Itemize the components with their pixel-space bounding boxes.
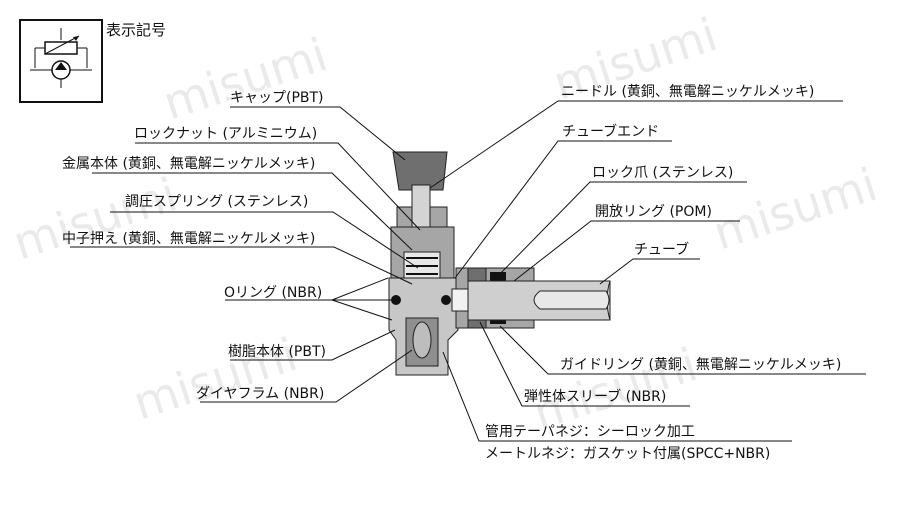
- leader-lines: [70, 100, 866, 442]
- label-spring: 調圧スプリング (ステンレス): [125, 194, 309, 210]
- fitting-body: [388, 151, 611, 376]
- watermark: misumi: [157, 27, 334, 130]
- label-core-push: 中子押え (黄銅、無電解ニッケルメッキ): [62, 231, 316, 247]
- label-tube-end: チューブエンド: [562, 124, 660, 140]
- label-resin-body: 樹脂本体 (PBT): [228, 344, 326, 360]
- label-release-ring: 開放リング (POM): [595, 204, 712, 220]
- label-o-ring: Oリング (NBR): [224, 285, 323, 301]
- label-metal-body: 金属本体 (黄銅、無電解ニッケルメッキ): [62, 156, 316, 172]
- label-guide-ring: ガイドリング (黄銅、無電解ニッケルメッキ): [560, 357, 842, 373]
- symbol-title: 表示記号: [106, 21, 167, 39]
- label-needle: ニードル (黄銅、無電解ニッケルメッキ): [561, 84, 815, 100]
- label-diaphragm: ダイヤフラム (NBR): [196, 386, 325, 402]
- label-lock-claw: ロック爪 (ステンレス): [592, 165, 734, 181]
- watermark: misumi: [127, 327, 304, 430]
- pneumatic-symbol: [19, 19, 103, 103]
- label-lock-nut: ロックナット (アルミニウム): [134, 126, 318, 142]
- label-elastic-sleeve: 弾性体スリーブ (NBR): [524, 389, 667, 405]
- label-metric-thread: メートルネジ：ガスケット付属(SPCC+NBR): [485, 446, 771, 462]
- watermark: misumi: [7, 167, 184, 270]
- label-tube: チューブ: [634, 242, 690, 258]
- label-pipe-thread: 管用テーパネジ：シーロック加工: [485, 424, 695, 440]
- label-cap: キャップ(PBT): [230, 90, 324, 106]
